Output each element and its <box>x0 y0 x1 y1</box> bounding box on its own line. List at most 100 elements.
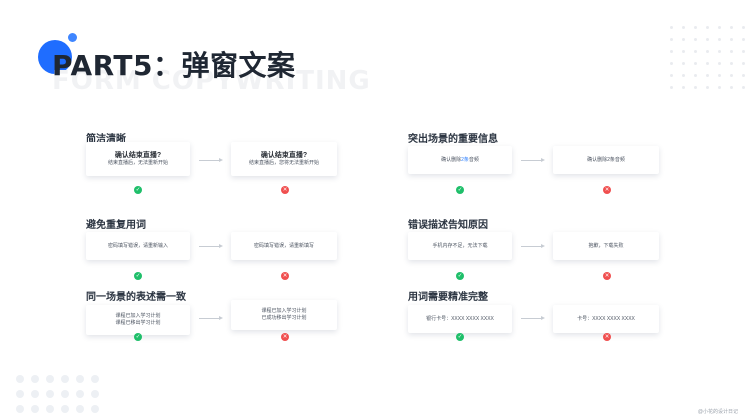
dialog-text: 确认删除2条音频 <box>587 156 625 163</box>
decorative-circle <box>38 40 72 74</box>
good-example-dialog: 银行卡号：XXXX XXXX XXXX <box>408 305 512 333</box>
bad-example-dialog: 卡号：XXXX XXXX XXXX <box>553 305 659 333</box>
section-heading: 同一场景的表述需一致 <box>86 292 186 303</box>
dialog-text-prefix: 确认删除 <box>441 156 462 163</box>
decorative-dot <box>16 405 24 413</box>
decorative-dot <box>16 390 24 398</box>
footer-credit: @小花的设计日记 <box>697 409 738 415</box>
decorative-dot <box>61 375 69 383</box>
decorative-dot <box>682 26 685 29</box>
decorative-dot <box>706 26 709 29</box>
decorative-dot <box>718 50 721 53</box>
section-precise-wording: 用词需要精准完整 银行卡号：XXXX XXXX XXXX 卡号：XXXX XXX… <box>408 288 698 348</box>
title-watermark: FORM COPYWRITING <box>52 66 371 96</box>
decorative-dot <box>718 38 721 41</box>
section-concise: 简洁清晰 确认结束直播? 结束直播后，无法重新开始 确认结束直播? 结束直播后，… <box>86 130 376 194</box>
good-example-dialog: 确认结束直播? 结束直播后，无法重新开始 <box>86 142 190 176</box>
dialog-text-line: 课程已加入学习计划 <box>115 313 161 320</box>
dialog-title: 确认结束直播? <box>260 151 308 159</box>
decorative-dot <box>16 375 24 383</box>
bad-example-dialog: 课程已加入学习计划 已成功移出学习计划 <box>231 300 337 330</box>
check-icon: ✓ <box>134 186 142 194</box>
cross-icon: ✕ <box>281 272 289 280</box>
cross-icon: ✕ <box>281 333 289 341</box>
decorative-dot <box>718 74 721 77</box>
decorative-dot <box>706 86 709 89</box>
decorative-circle <box>68 33 77 42</box>
decorative-dot <box>718 26 721 29</box>
check-icon: ✓ <box>456 186 464 194</box>
bad-example-dialog: 密码填写错误，请重新填写 <box>231 232 337 260</box>
decorative-dot <box>670 86 673 89</box>
section-heading: 避免重复用词 <box>86 220 146 231</box>
dialog-text: 密码填写错误，请重新填写 <box>253 242 314 249</box>
decorative-dot <box>706 38 709 41</box>
decorative-dot <box>742 26 745 29</box>
good-example-dialog: 确认删除2条音频 <box>408 146 512 174</box>
check-icon: ✓ <box>134 272 142 280</box>
decorative-dot <box>694 62 697 65</box>
decorative-dot <box>718 62 721 65</box>
decorative-dot-grid <box>670 26 746 90</box>
check-icon: ✓ <box>456 272 464 280</box>
arrow-right-icon <box>199 316 223 321</box>
decorative-dot <box>730 86 733 89</box>
cross-icon: ✕ <box>281 186 289 194</box>
bad-example-dialog: 确认删除2条音频 <box>553 146 659 174</box>
decorative-dot <box>31 390 39 398</box>
decorative-dot <box>46 405 54 413</box>
dialog-text: 确认删除2条音频 <box>441 157 479 164</box>
dialog-text: 结束直播后，无法重新开始 <box>107 160 168 167</box>
dialog-text-highlight: 2条 <box>461 156 469 163</box>
decorative-dot <box>742 86 745 89</box>
decorative-dot <box>730 38 733 41</box>
good-example-dialog: 密码填写错误，请重新输入 <box>86 232 190 260</box>
decorative-dot <box>682 74 685 77</box>
decorative-dot <box>670 26 673 29</box>
decorative-dot <box>91 405 99 413</box>
bad-example-dialog: 抱歉，下载失败 <box>553 232 659 260</box>
decorative-dot <box>670 74 673 77</box>
cross-icon: ✕ <box>603 272 611 280</box>
dialog-title: 确认结束直播? <box>114 151 162 159</box>
decorative-dot <box>730 74 733 77</box>
decorative-dot <box>694 38 697 41</box>
decorative-dot <box>91 390 99 398</box>
dialog-text: 结束直播后，您将无法重新开始 <box>248 160 319 167</box>
decorative-dot <box>742 62 745 65</box>
check-icon: ✓ <box>134 333 142 341</box>
decorative-dot <box>706 74 709 77</box>
decorative-dot <box>694 50 697 53</box>
decorative-dot <box>706 62 709 65</box>
decorative-dot <box>694 86 697 89</box>
dialog-text: 密码填写错误，请重新输入 <box>107 242 168 249</box>
arrow-right-icon <box>199 244 223 249</box>
decorative-dot-grid <box>16 375 100 414</box>
decorative-dot <box>730 62 733 65</box>
dialog-text: 手机内存不足，无法下载 <box>432 242 488 249</box>
cross-icon: ✕ <box>603 333 611 341</box>
dialog-text-suffix: 音频 <box>468 156 479 163</box>
decorative-dot <box>694 26 697 29</box>
decorative-dot <box>682 38 685 41</box>
check-icon: ✓ <box>456 333 464 341</box>
decorative-dot <box>670 50 673 53</box>
decorative-dot <box>682 50 685 53</box>
arrow-right-icon <box>521 316 545 321</box>
section-heading: 错误描述告知原因 <box>408 220 488 231</box>
dialog-text-line: 已成功移出学习计划 <box>261 315 307 321</box>
good-example-dialog: 课程已加入学习计划 课程已移出学习计划 <box>86 305 190 335</box>
decorative-dot <box>742 50 745 53</box>
section-avoid-repetition: 避免重复用词 密码填写错误，请重新输入 密码填写错误，请重新填写 ✓ ✕ <box>86 216 376 280</box>
decorative-dot <box>694 74 697 77</box>
decorative-dot <box>31 375 39 383</box>
dialog-text: 卡号：XXXX XXXX XXXX <box>577 315 635 322</box>
good-example-dialog: 手机内存不足，无法下载 <box>408 232 512 260</box>
decorative-dot <box>31 405 39 413</box>
dialog-text: 银行卡号：XXXX XXXX XXXX <box>426 315 494 322</box>
decorative-dot <box>76 375 84 383</box>
decorative-dot <box>61 390 69 398</box>
arrow-right-icon <box>521 244 545 249</box>
decorative-dot <box>76 390 84 398</box>
